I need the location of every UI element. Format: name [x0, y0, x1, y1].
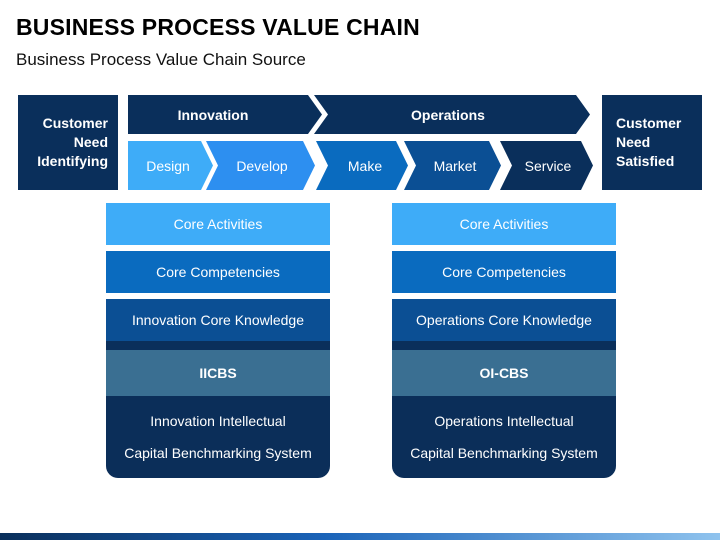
footer-gradient-bar: [0, 533, 720, 540]
core-knowledge-bar: Operations Core Knowledge: [392, 299, 616, 341]
column-divider: [106, 341, 330, 350]
step-design-chevron: [128, 141, 213, 190]
benchmarking-abbreviation: IICBS: [106, 350, 330, 396]
benchmarking-system-label: Innovation Intellectual Capital Benchmar…: [124, 413, 312, 461]
core-competencies-bar: Core Competencies: [106, 251, 330, 293]
innovation-column: Core Activities Core Competencies Innova…: [106, 203, 330, 478]
step-design-label: Design: [146, 157, 190, 174]
step-service-chevron: [500, 141, 593, 190]
customer-need-identifying-label: Customer Need Identifying: [37, 115, 108, 169]
benchmarking-system: Operations Intellectual Capital Benchmar…: [392, 396, 616, 478]
benchmarking-card: OI-CBS Operations Intellectual Capital B…: [392, 350, 616, 478]
phase-operations-chevron: [314, 95, 590, 134]
core-activities-bar: Core Activities: [106, 203, 330, 245]
core-activities-bar: Core Activities: [392, 203, 616, 245]
step-make-label: Make: [347, 157, 383, 174]
step-service-label: Service: [524, 157, 572, 174]
core-competencies-bar: Core Competencies: [392, 251, 616, 293]
customer-need-satisfied-box: Customer Need Satisfied: [602, 95, 702, 190]
core-knowledge-bar: Innovation Core Knowledge: [106, 299, 330, 341]
benchmarking-system-label: Operations Intellectual Capital Benchmar…: [410, 413, 598, 461]
customer-need-satisfied-label: Customer Need Satisfied: [616, 115, 682, 169]
operations-column: Core Activities Core Competencies Operat…: [392, 203, 616, 478]
step-market-label: Market: [433, 157, 477, 174]
phase-innovation-label: Innovation: [177, 106, 249, 123]
step-market-chevron: [404, 141, 501, 190]
step-develop-label: Develop: [236, 157, 288, 174]
page-subtitle: Business Process Value Chain Source: [16, 50, 306, 69]
step-develop-chevron: [206, 141, 315, 190]
benchmarking-card: IICBS Innovation Intellectual Capital Be…: [106, 350, 330, 478]
phase-operations-label: Operations: [411, 106, 485, 123]
customer-need-identifying-box: Customer Need Identifying: [18, 95, 118, 190]
column-divider: [392, 341, 616, 350]
value-chain-chevrons: [128, 95, 593, 190]
benchmarking-system: Innovation Intellectual Capital Benchmar…: [106, 396, 330, 478]
page-title: BUSINESS PROCESS VALUE CHAIN: [16, 14, 420, 40]
phase-innovation-chevron: [128, 95, 322, 134]
benchmarking-abbreviation: OI-CBS: [392, 350, 616, 396]
step-make-chevron: [316, 141, 408, 190]
